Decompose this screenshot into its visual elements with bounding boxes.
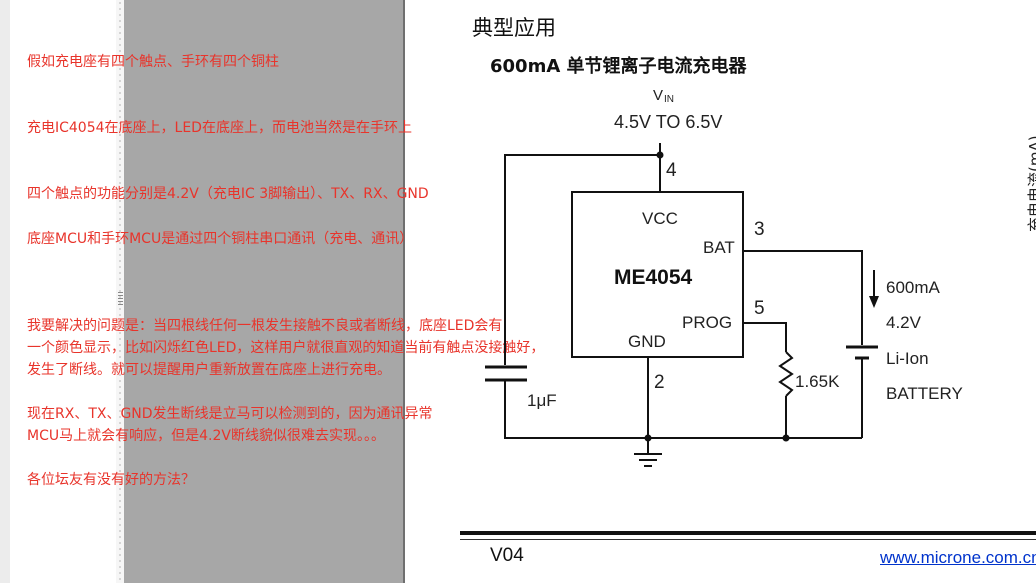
pin-label-prog: PROG	[682, 313, 732, 332]
panel-divider	[403, 0, 405, 583]
charger-circuit-diagram: V IN 4.5V TO 6.5V 4 VCC BAT 3 ME4054 PRO…	[485, 87, 963, 467]
pin-label-gnd: GND	[628, 332, 666, 351]
battery-type: Li-Ion	[886, 349, 929, 368]
website-link[interactable]: www.microne.com.cn	[880, 548, 1036, 567]
vin-range: 4.5V TO 6.5V	[614, 112, 722, 132]
vin-subscript: IN	[664, 94, 674, 105]
gray-side-panel	[124, 0, 403, 583]
battery-label: BATTERY	[886, 384, 963, 403]
pin-label-vcc: VCC	[642, 209, 678, 228]
post-line: 发生了断线。就可以提醒用户重新放置在底座上进行充电。	[27, 362, 391, 378]
clipped-axis-label: 充电电流(mA)	[1026, 135, 1036, 232]
footer-rule	[460, 531, 1036, 535]
post-line: MCU马上就会有响应，但是4.2V断线貌似很难去实现。。。	[27, 428, 385, 444]
splitter-grip-icon[interactable]	[118, 292, 123, 306]
charge-current: 600mA	[886, 278, 941, 297]
post-line: 一个颜色显示，比如闪烁红色LED，这样用户就很直观的知道当前有触点没接触好，	[27, 340, 545, 356]
battery-voltage: 4.2V	[886, 313, 922, 332]
post-line: 现在RX、TX、GND发生断线是立马可以检测到的，因为通讯异常	[27, 406, 433, 422]
post-line: 底座MCU和手环MCU是通过四个铜柱串口通讯（充电、通讯）	[27, 231, 414, 247]
splitter-bar[interactable]	[116, 0, 124, 583]
datasheet-section-title: 典型应用	[472, 16, 556, 40]
document-version: V04	[490, 545, 524, 566]
post-line: 我要解决的问题是：当四根线任何一根发生接触不良或者断线，底座LED会有	[27, 318, 503, 334]
pin-label-bat: BAT	[703, 238, 735, 257]
datasheet-subtitle: 600mA 单节锂离子电流充电器	[490, 56, 747, 77]
post-line: 四个触点的功能分别是4.2V（充电IC 3脚输出）、TX、RX、GND	[27, 186, 429, 202]
capacitor-value: 1μF	[527, 391, 557, 410]
ic-name: ME4054	[614, 266, 693, 289]
left-margin	[0, 0, 10, 583]
post-line: 各位坛友有没有好的方法？	[27, 472, 195, 488]
vin-label: V	[653, 87, 663, 104]
pin-number-gnd: 2	[654, 372, 665, 393]
post-line: 充电IC4054在底座上，LED在底座上，而电池当然是在手环上	[27, 120, 412, 136]
pin-number-vcc: 4	[666, 160, 677, 181]
post-line: 假如充电座有四个触点、手环有四个铜柱	[27, 54, 279, 70]
pin-number-bat: 3	[754, 219, 765, 240]
footer-rule-thin	[460, 539, 1036, 540]
resistor-value: 1.65K	[795, 372, 840, 391]
pin-number-prog: 5	[754, 298, 765, 319]
